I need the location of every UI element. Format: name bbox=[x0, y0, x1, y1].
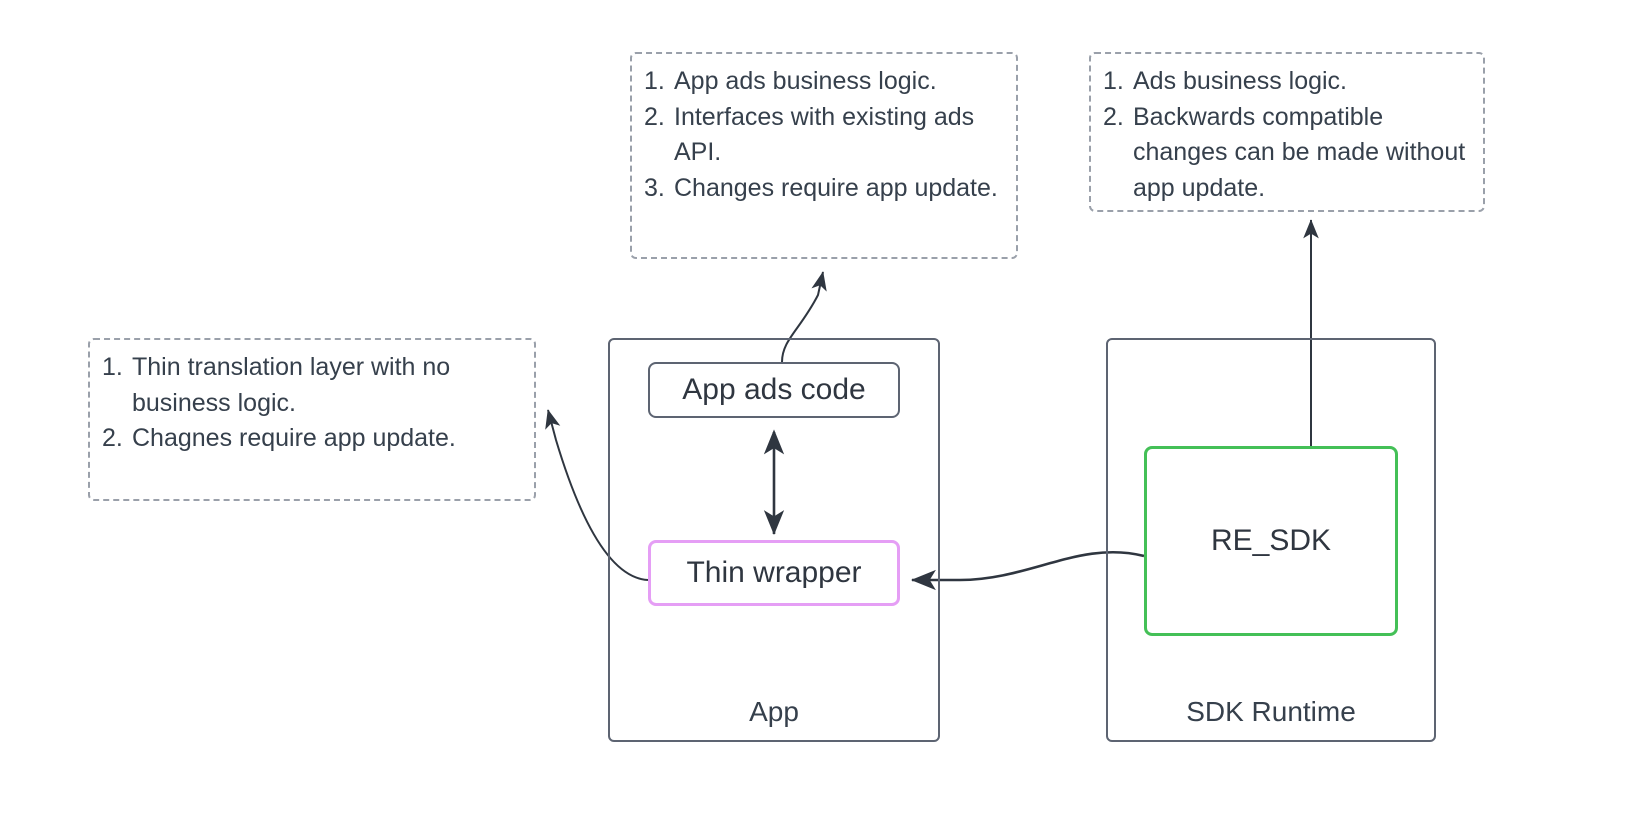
node-app-ads-code-label: App ads code bbox=[682, 373, 866, 406]
app-container[interactable]: App bbox=[608, 338, 940, 742]
note-item: Interfaces with existing ads API. bbox=[644, 100, 975, 167]
node-app-ads-code[interactable]: App ads code bbox=[648, 362, 900, 418]
note-item: App ads business logic. bbox=[644, 64, 937, 99]
note-item: Ads business logic. bbox=[1103, 64, 1348, 99]
note-item: Chagnes require app update. bbox=[102, 421, 456, 456]
node-re-sdk[interactable]: RE_SDK bbox=[1144, 446, 1398, 636]
node-thin-wrapper-label: Thin wrapper bbox=[686, 556, 862, 589]
re-sdk-note: Ads business logic. Backwards compatible… bbox=[1089, 52, 1485, 212]
sdk-runtime-container-label: SDK Runtime bbox=[1186, 696, 1356, 727]
note-item: Changes require app update. bbox=[644, 171, 998, 206]
thin-wrapper-note: Thin translation layer with no business … bbox=[88, 338, 536, 501]
app-container-label: App bbox=[749, 696, 799, 727]
re-sdk-note-list: Ads business logic. Backwards compatible… bbox=[1103, 64, 1469, 206]
node-re-sdk-label: RE_SDK bbox=[1210, 524, 1332, 557]
app-ads-code-note: App ads business logic. Interfaces with … bbox=[630, 52, 1018, 259]
thin-wrapper-note-list: Thin translation layer with no business … bbox=[102, 350, 520, 457]
sdk-runtime-container[interactable]: SDK Runtime bbox=[1106, 338, 1436, 742]
note-item: Thin translation layer with no business … bbox=[102, 350, 451, 417]
note-item: Backwards compatible changes can be made… bbox=[1103, 100, 1466, 202]
node-thin-wrapper[interactable]: Thin wrapper bbox=[648, 540, 900, 606]
app-ads-code-note-list: App ads business logic. Interfaces with … bbox=[644, 64, 1002, 206]
